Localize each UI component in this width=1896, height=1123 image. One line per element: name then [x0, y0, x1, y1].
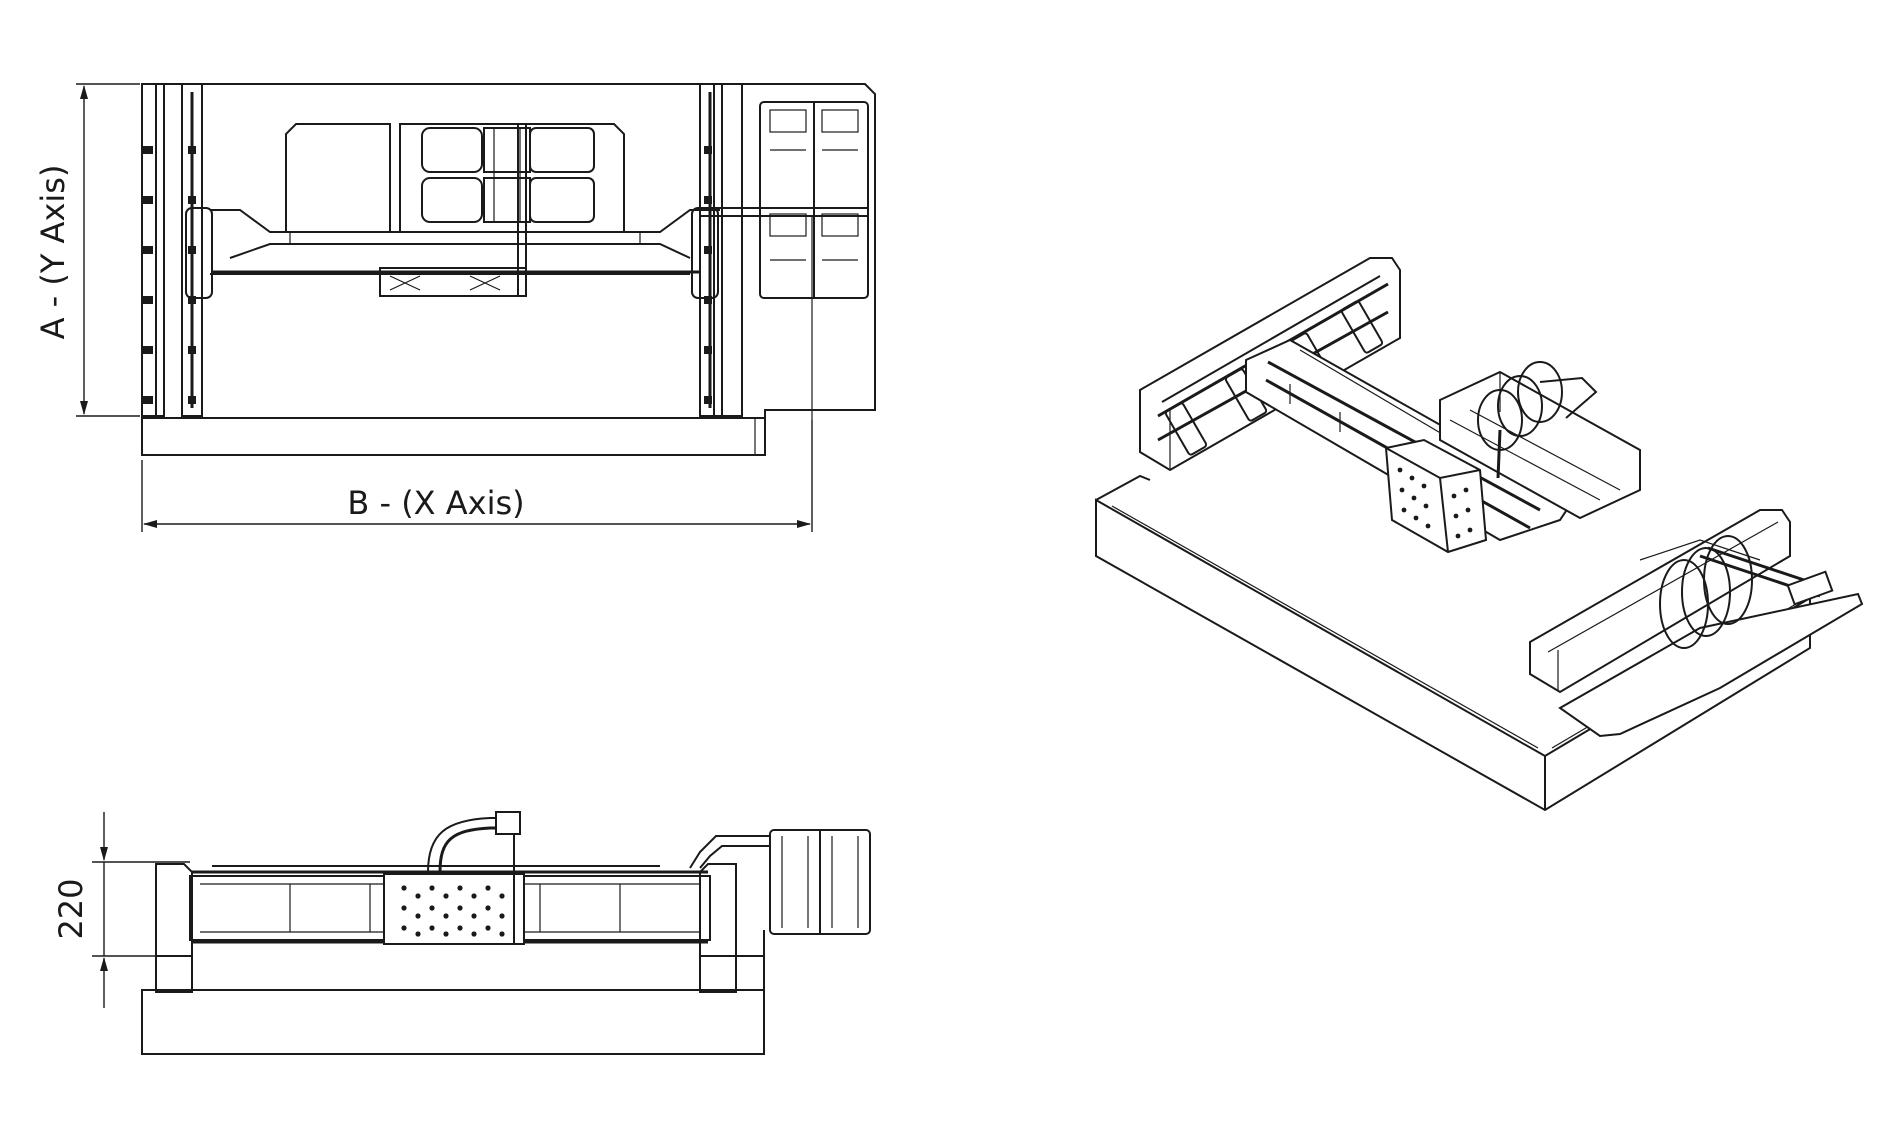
right-rail — [691, 83, 743, 417]
isometric-view — [1095, 257, 1864, 812]
dimension-b: B - (X Axis) — [141, 420, 813, 532]
dimension-a: A - (Y Axis) — [34, 83, 140, 417]
iso-carriage — [1384, 438, 1488, 554]
carriage-plate — [285, 123, 625, 297]
iso-motors — [1439, 361, 1641, 520]
iso-cable-platform — [1558, 535, 1864, 738]
top-view — [141, 83, 876, 456]
dimension-a-label: A - (Y Axis) — [34, 165, 72, 340]
front-cable-boxes — [689, 829, 871, 935]
dimension-height: 220 — [52, 812, 190, 1008]
front-view — [141, 811, 871, 1055]
left-rail — [141, 83, 213, 417]
cable-chain-block — [700, 101, 869, 420]
dimension-b-label: B - (X Axis) — [347, 484, 524, 522]
gantry-beam — [210, 209, 720, 275]
front-carriage — [383, 811, 525, 945]
dimension-height-label: 220 — [52, 878, 90, 939]
